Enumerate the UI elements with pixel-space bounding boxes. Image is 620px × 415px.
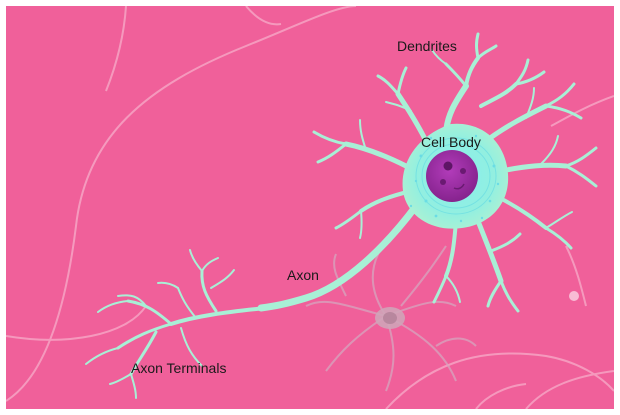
fiber-glow-dot xyxy=(569,291,579,301)
label-axon-terminals: Axon Terminals xyxy=(131,361,226,375)
background xyxy=(6,6,614,409)
neuron-illustration xyxy=(6,6,614,409)
label-dendrites: Dendrites xyxy=(397,39,457,53)
label-cell-body: Cell Body xyxy=(421,135,481,149)
label-axon: Axon xyxy=(287,268,319,282)
nucleolus-small xyxy=(460,168,466,174)
background-cell-nucleus xyxy=(383,312,397,324)
neuron-svg xyxy=(6,6,614,409)
nucleolus-small xyxy=(440,179,446,185)
nucleolus xyxy=(444,162,453,171)
nucleus xyxy=(426,150,478,202)
